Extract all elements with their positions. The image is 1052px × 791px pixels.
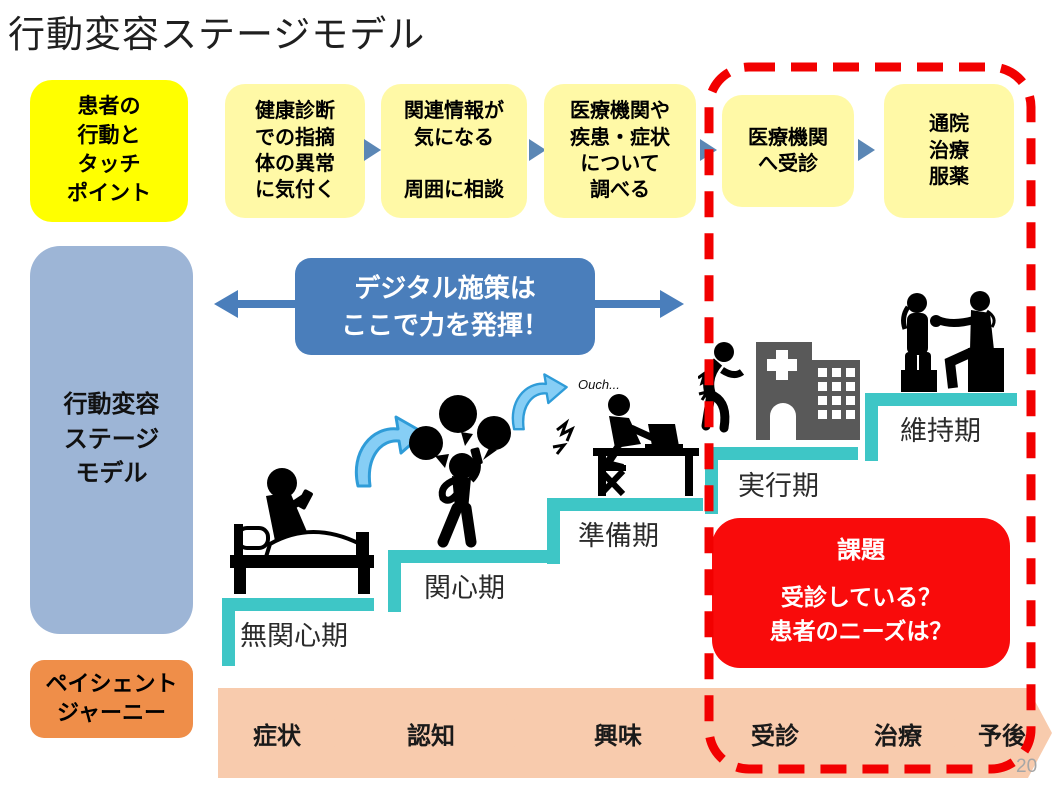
model-line: ステージ bbox=[63, 425, 160, 453]
stage-label-action: 実行期 bbox=[738, 471, 819, 501]
step-line: 治療 bbox=[929, 139, 969, 162]
stair-step-1 bbox=[222, 598, 374, 611]
chevron-label: 認知 bbox=[407, 722, 455, 750]
chevron-label: 受診 bbox=[751, 722, 799, 750]
right-arrow-icon bbox=[700, 139, 717, 161]
right-arrow-icon bbox=[858, 139, 875, 161]
stage-label-precontemplation: 無関心期 bbox=[240, 621, 348, 651]
journey-chevron-awareness: 認知 bbox=[318, 688, 530, 778]
step-line: 通院 bbox=[929, 113, 969, 136]
behavior-model-label-box: 行動変容 ステージ モデル bbox=[30, 246, 193, 634]
header-line: 患者の bbox=[77, 95, 141, 119]
person-desk-laptop-icon bbox=[552, 394, 699, 497]
stair-riser-2 bbox=[388, 550, 401, 612]
banner-line: デジタル施策は bbox=[354, 273, 536, 304]
person-in-bed-icon bbox=[230, 468, 374, 594]
person-phone-bubbles-icon bbox=[409, 395, 511, 548]
issue-title: 課題 bbox=[837, 537, 885, 565]
model-line: 行動変容 bbox=[63, 390, 160, 418]
journey-line: ペイシェント bbox=[45, 671, 178, 697]
header-line: タッチ bbox=[77, 153, 141, 176]
touchpoint-step-box-3: 医療機関や 疾患・症状 について 調べる bbox=[544, 84, 696, 218]
ouch-note: Ouch... bbox=[578, 377, 620, 392]
step-line: 気になる bbox=[414, 126, 494, 149]
journey-chevron-interest: 興味 bbox=[498, 688, 724, 778]
step-line: での指摘 bbox=[255, 126, 335, 149]
stage-label-preparation: 準備期 bbox=[578, 521, 659, 551]
step-line: 関連情報が bbox=[404, 100, 504, 123]
page-title: 行動変容ステージモデル bbox=[8, 14, 426, 55]
stair-step-5 bbox=[865, 393, 1017, 406]
chevron-label: 予後 bbox=[978, 722, 1026, 750]
stair-riser-3 bbox=[547, 498, 560, 564]
stair-riser-5 bbox=[865, 393, 878, 461]
step-line: 服薬 bbox=[929, 166, 969, 189]
right-arrow-icon bbox=[364, 139, 381, 161]
issue-line: 患者のニーズは？ bbox=[769, 618, 953, 645]
journey-chevron-symptom: 症状 bbox=[218, 688, 346, 778]
page-number: 20 bbox=[1016, 756, 1038, 777]
issue-line: 受診している？ bbox=[780, 583, 942, 610]
stair-step-4 bbox=[705, 447, 858, 460]
banner-arrow-right-icon bbox=[592, 290, 684, 318]
step-line: 医療機関や bbox=[570, 100, 670, 123]
step-line: 周囲に相談 bbox=[404, 179, 504, 202]
header-line: ポイント bbox=[67, 181, 151, 205]
model-line: モデル bbox=[75, 460, 148, 488]
step-line: 調べる bbox=[590, 179, 650, 202]
stage-label-contemplation: 関心期 bbox=[424, 573, 505, 603]
step-line: について bbox=[580, 153, 660, 175]
stair-riser-4 bbox=[705, 447, 718, 514]
digital-banner: デジタル施策は ここで力を発揮！ bbox=[295, 258, 595, 355]
right-arrow-icon bbox=[529, 139, 546, 161]
step-line: 疾患・症状 bbox=[570, 126, 670, 149]
header-line: 行動と bbox=[77, 124, 141, 148]
stair-riser-1 bbox=[222, 598, 235, 666]
stair-step-3 bbox=[547, 498, 703, 511]
touchpoint-step-box-2: 関連情報が 気になる 周囲に相談 bbox=[381, 84, 527, 218]
stage-label-maintenance: 維持期 bbox=[900, 416, 981, 446]
touchpoint-step-box-5: 通院 治療 服薬 bbox=[884, 84, 1014, 218]
banner-line: ここで力を発揮！ bbox=[340, 309, 549, 340]
step-line: 健康診断 bbox=[255, 100, 335, 123]
patient-touchpoint-header-box: 患者の 行動と タッチ ポイント bbox=[30, 80, 188, 222]
chevron-label: 症状 bbox=[253, 722, 301, 750]
stair-step-2 bbox=[388, 550, 558, 563]
step-line: に気付く bbox=[255, 179, 335, 202]
issue-box: 課題 受診している？ 患者のニーズは？ bbox=[712, 518, 1010, 668]
step-line: 医療機関 bbox=[748, 126, 828, 149]
step-line: へ受診 bbox=[758, 153, 818, 175]
touchpoint-step-box-4: 医療機関 へ受診 bbox=[722, 95, 854, 207]
banner-arrow-left-icon bbox=[214, 290, 298, 318]
step-line: 体の異常 bbox=[255, 153, 335, 175]
curved-arrow-icon bbox=[511, 373, 568, 431]
journey-line: ジャーニー bbox=[57, 700, 166, 725]
patient-journey-label-box: ペイシェント ジャーニー bbox=[30, 660, 193, 738]
doctor-examining-patient-icon bbox=[901, 291, 1004, 392]
chevron-label: 治療 bbox=[874, 722, 922, 750]
touchpoint-step-box-1: 健康診断 での指摘 体の異常 に気付く bbox=[225, 84, 365, 218]
chevron-label: 興味 bbox=[594, 722, 642, 750]
person-walking-hospital-icon bbox=[698, 342, 860, 440]
